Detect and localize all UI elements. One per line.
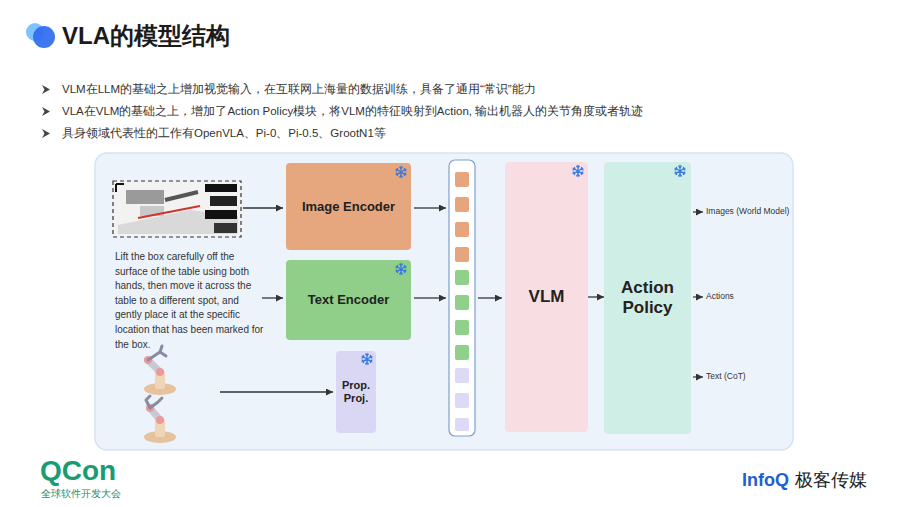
title-icon	[33, 26, 55, 48]
token-arrow	[478, 297, 502, 298]
logo-text: InfoQ	[742, 469, 789, 492]
token-column	[449, 160, 475, 436]
projector-box: Prop. Proj.	[336, 351, 376, 433]
logo-text: QCon	[40, 453, 116, 489]
token-column-frame	[449, 160, 475, 436]
model-box: VLM	[505, 162, 588, 432]
scene-object	[214, 223, 237, 233]
trajectory-line	[138, 206, 200, 218]
instruction-text: Lift the box carefully off the surface o…	[115, 250, 265, 352]
output-arrow	[693, 211, 703, 212]
bullet-text: VLA在VLM的基础之上，增加了Action Policy模块，将VLM的特征映…	[62, 104, 643, 119]
token-arrow	[414, 297, 446, 298]
text-token	[455, 345, 469, 360]
arm-joint	[156, 368, 164, 376]
slide-title: VLA的模型结构	[62, 20, 230, 52]
arm-joint	[156, 416, 164, 424]
input-arrow	[220, 391, 333, 392]
output-arrow	[693, 376, 703, 377]
image-token	[455, 197, 469, 212]
robot-scene-image	[113, 181, 241, 237]
arm-gripper	[148, 346, 166, 360]
logo-subtitle: 全球软件开发大会	[41, 488, 121, 500]
encoder-box: Image Encoder	[286, 163, 411, 250]
output-label: Text (CoT)	[706, 371, 746, 382]
robot-arm-icon	[144, 396, 176, 443]
bullet-text: VLM在LLM的基础之上增加视觉输入，在互联网上海量的数据训练，具备了通用“常识…	[62, 82, 536, 97]
image-token	[455, 247, 469, 262]
text-token	[455, 320, 469, 335]
diagram-panel	[95, 153, 793, 450]
image-token	[455, 172, 469, 187]
node-label: Prop. Proj.	[336, 379, 376, 405]
output-label: Actions	[706, 291, 734, 302]
proprio-token	[455, 393, 469, 408]
bullet-marker	[42, 85, 50, 94]
policy-box: Action Policy	[604, 162, 691, 434]
connector-arrow	[588, 296, 604, 297]
robot-arm	[165, 192, 198, 200]
table-surface	[118, 210, 238, 234]
input-arrow	[262, 297, 283, 298]
bullet-marker	[42, 107, 50, 116]
scene-object	[126, 190, 164, 204]
node-label: Text Encoder	[308, 292, 389, 308]
logo-text: 极客传媒	[795, 469, 867, 492]
image-token	[455, 222, 469, 237]
bullet-marker	[42, 129, 50, 138]
scene-object	[205, 184, 237, 192]
node-label: Action Policy	[604, 278, 691, 319]
proprio-token	[455, 368, 469, 383]
robot-arm-icon	[144, 346, 176, 395]
arm-gripper	[146, 396, 162, 408]
proprio-token	[455, 418, 469, 431]
node-label: Image Encoder	[302, 199, 395, 215]
scene-object	[205, 210, 237, 219]
bullet-text: 具身领域代表性的工作有OpenVLA、Pi-0、Pi-0.5、GrootN1等	[62, 126, 386, 141]
text-token	[455, 270, 469, 285]
image-frame	[113, 181, 241, 237]
encoder-box: Text Encoder	[286, 260, 411, 340]
scene-object	[210, 196, 237, 206]
output-label: Images (World Model)	[706, 206, 789, 217]
corner-mark	[116, 184, 124, 192]
node-label: VLM	[529, 287, 565, 307]
output-arrow	[693, 296, 703, 297]
text-token	[455, 295, 469, 310]
input-arrow	[243, 207, 283, 208]
token-arrow	[414, 207, 446, 208]
